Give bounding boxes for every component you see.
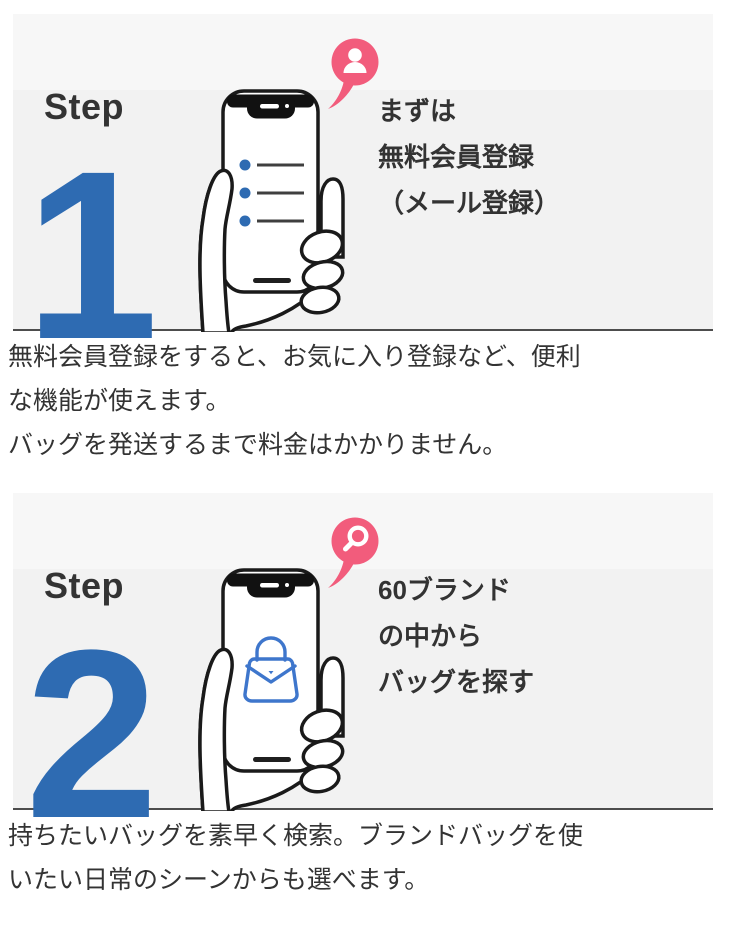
- speech-bubble-person: [328, 38, 379, 109]
- hand-holding-phone-illustration: [198, 568, 345, 811]
- step-2-number: 2: [25, 600, 159, 868]
- person-icon: [343, 48, 367, 73]
- thumb: [198, 168, 234, 332]
- step-1-number: 1: [25, 121, 159, 389]
- step-2-panel: Step 2: [13, 493, 713, 854]
- description-line: 無料会員登録をすると、お気に入り登録など、便利: [8, 343, 581, 371]
- description-line: な機能が使えます。: [8, 387, 231, 415]
- step-1-label: Step: [44, 86, 125, 127]
- phone: [221, 89, 320, 294]
- description-line: 持ちたいバッグを素早く検索。ブランドバッグを使: [8, 822, 584, 850]
- magnifying-glass-icon: [343, 525, 369, 552]
- phone-home-bar: [253, 278, 291, 283]
- caption-line: 60ブランド: [378, 575, 511, 605]
- phone-camera-dot: [285, 104, 289, 108]
- fingertips: [299, 708, 345, 794]
- phone-speaker: [260, 583, 279, 588]
- step-1-description: 無料会員登録をすると、お気に入り登録など、便利 な機能が使えます。 バッグを発送…: [8, 335, 719, 467]
- phone: [221, 568, 320, 773]
- description-line: バッグを発送するまで料金はかかりません。: [8, 431, 508, 459]
- caption-line: まずは: [378, 96, 457, 126]
- thumb: [198, 647, 234, 811]
- description-line: いたい日常のシーンからも選べます。: [8, 866, 430, 894]
- caption-line: （メール登録）: [378, 188, 561, 218]
- hand-holding-phone-illustration: [198, 89, 345, 332]
- screen-list-items: [239, 159, 304, 227]
- caption-line: バッグを探す: [378, 667, 535, 697]
- fingertips: [299, 229, 345, 315]
- step-2-caption: 60ブランド の中から バッグを探す: [378, 567, 534, 705]
- phone-camera-dot: [285, 583, 289, 587]
- bag-icon: [243, 636, 299, 703]
- caption-line: 無料会員登録: [378, 142, 535, 172]
- how-to-use-section: Step 1: [8, 14, 719, 902]
- phone-home-bar: [253, 757, 291, 762]
- caption-line: の中から: [378, 621, 483, 651]
- step-2-label: Step: [44, 565, 125, 606]
- speech-bubble-search: [328, 517, 379, 588]
- step-1-panel: Step 1: [13, 14, 713, 375]
- step-2-description: 持ちたいバッグを素早く検索。ブランドバッグを使 いたい日常のシーンからも選べます…: [8, 814, 719, 902]
- phone-speaker: [260, 104, 279, 109]
- step-1-caption: まずは 無料会員登録 （メール登録）: [378, 88, 560, 226]
